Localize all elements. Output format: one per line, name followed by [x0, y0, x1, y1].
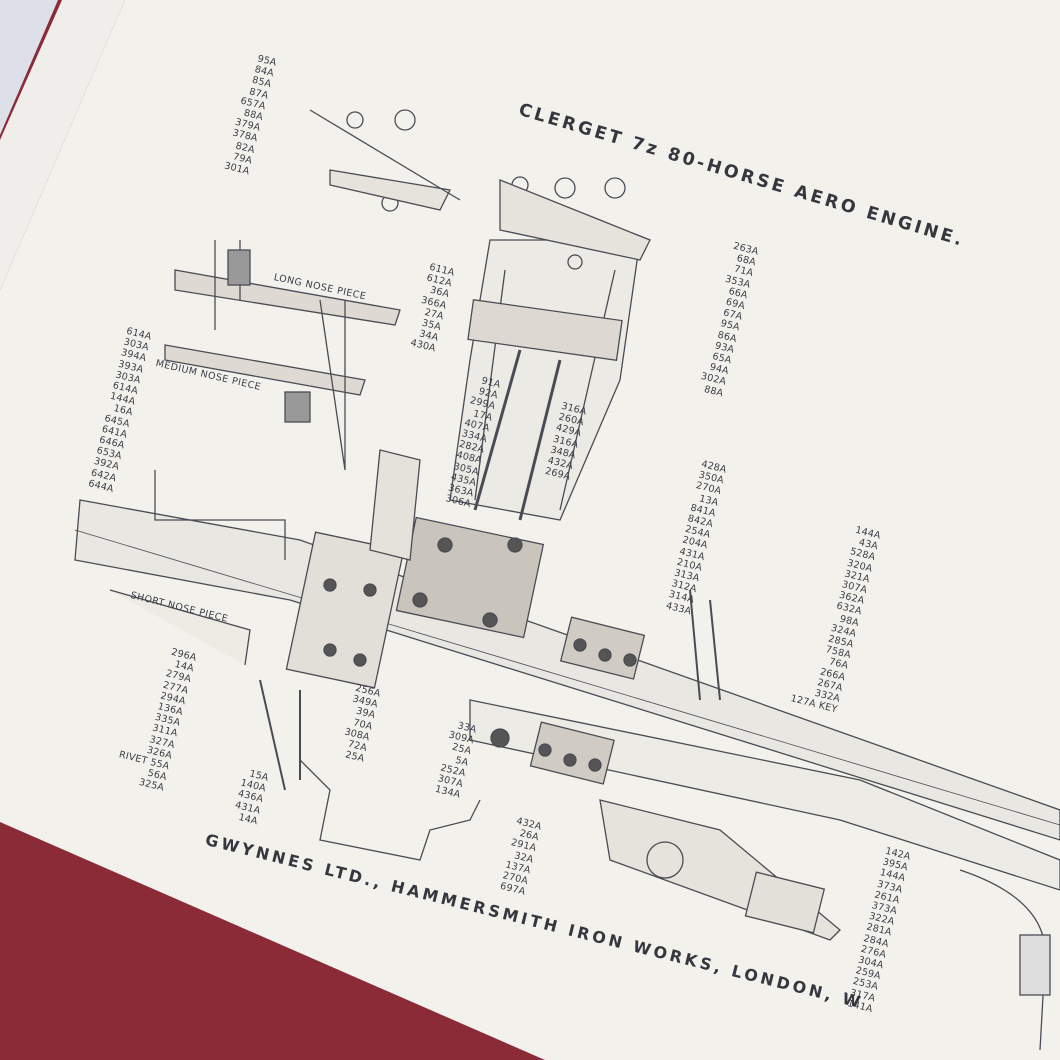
page-edge — [0, 0, 125, 290]
engine-diagram — [74, 109, 1060, 1051]
